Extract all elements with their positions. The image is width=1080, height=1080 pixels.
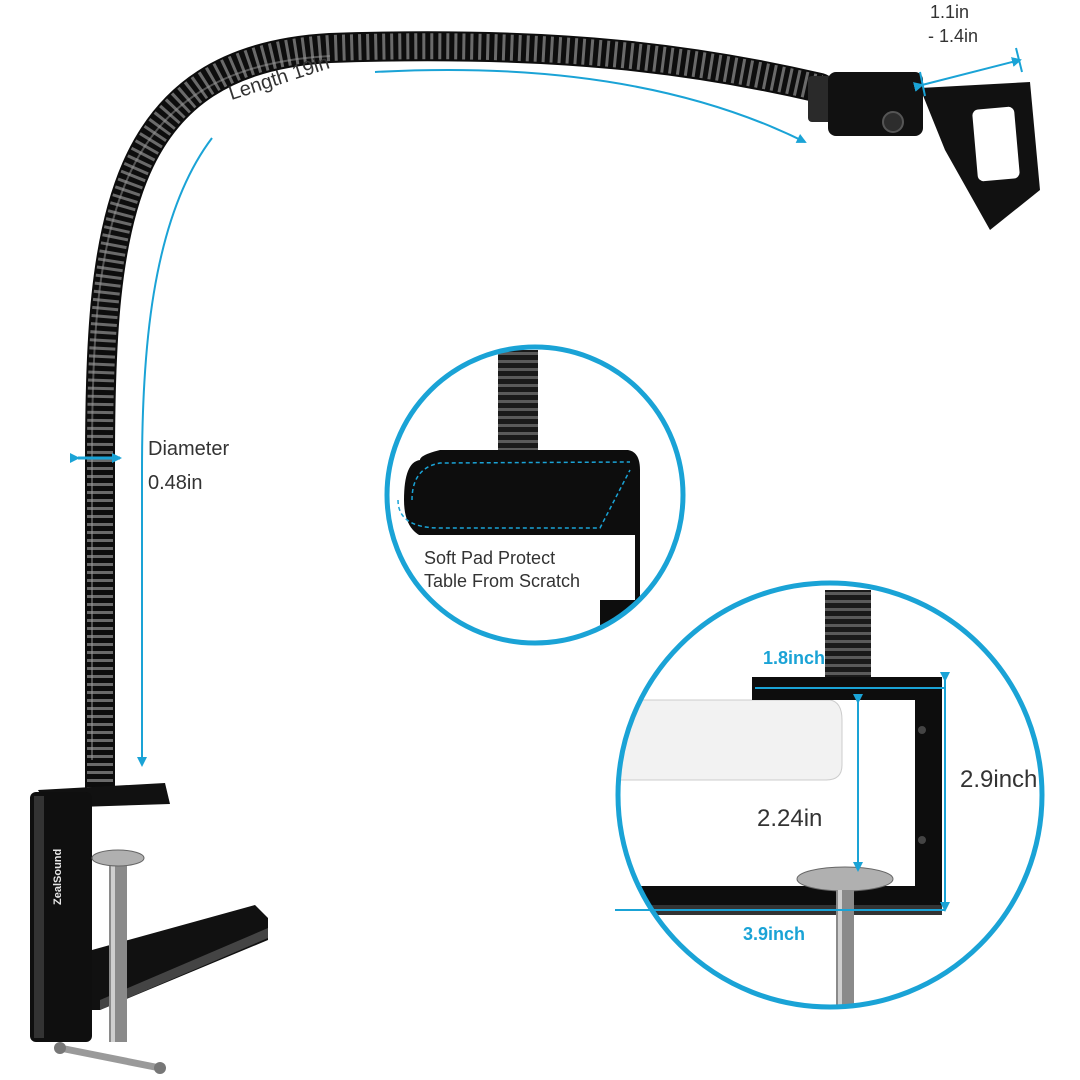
mount-width-dimension <box>913 47 1023 97</box>
clamp-opening-label: 2.24in <box>757 805 823 832</box>
mount-width-label-bottom: - 1.4in <box>928 26 979 46</box>
soft-pad-text-line2: Table From Scratch <box>424 571 581 591</box>
desk-clamp <box>30 783 268 1074</box>
mic-clip <box>808 72 1040 230</box>
soft-pad-detail-circle <box>384 344 686 646</box>
diameter-title: Diameter <box>148 438 230 460</box>
clamp-height-label: 2.9inch <box>960 766 1038 793</box>
diameter-value: 0.48in <box>148 472 203 494</box>
brand-logo: ZealSound <box>52 848 64 905</box>
gooseneck-arm <box>85 31 835 805</box>
clamp-detail-circle <box>615 580 1045 1010</box>
clamp-bottom-width-label: 3.9inch <box>743 924 806 944</box>
clamp-top-width-label: 1.8inch <box>763 648 826 668</box>
soft-pad-text-line1: Soft Pad Protect <box>424 548 556 568</box>
mount-width-label-top: 1.1in <box>930 2 970 22</box>
length-dimension <box>137 68 807 767</box>
